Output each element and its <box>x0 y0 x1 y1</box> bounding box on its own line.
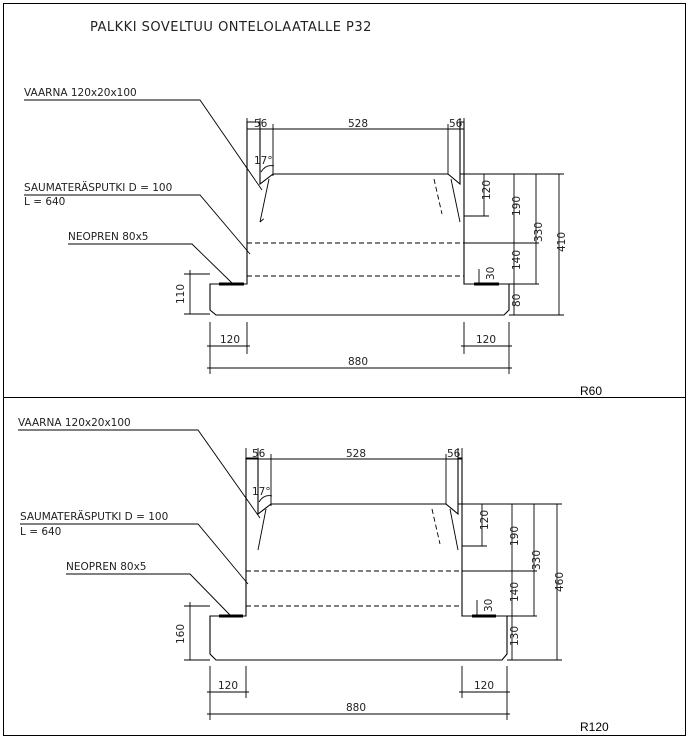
dim-h120: 120 <box>481 180 493 200</box>
dim-bottom-left: 120 <box>220 334 240 346</box>
dim-h30: 30 <box>485 267 497 280</box>
chamfer-right <box>450 178 461 223</box>
leader-sauma <box>20 523 249 585</box>
dash-right-sleeve <box>431 508 441 545</box>
label-vaarna: VAARNA 120x20x100 <box>24 87 137 99</box>
dim-h330: 330 <box>531 550 543 570</box>
dim-total: 880 <box>346 702 366 714</box>
dim-top-mid: 528 <box>348 118 368 130</box>
drawing-r60: PALKKI SOVELTUU ONTELOLAATALLE P32 VAARN… <box>24 20 602 398</box>
dim-h80: 80 <box>511 294 523 307</box>
dash-left <box>259 216 267 223</box>
leader-sauma <box>24 194 251 255</box>
dim-top-right: 56 <box>449 118 463 130</box>
panel-r120: VAARNA 120x20x100 SAUMATERÄSPUTKI D = 10… <box>3 397 686 736</box>
dim-flange: 110 <box>175 284 187 304</box>
dim-bottom-right: 120 <box>476 334 496 346</box>
label-sauma-length: L = 640 <box>20 526 61 538</box>
dim-h140: 140 <box>509 582 521 602</box>
dim-h130: 130 <box>509 626 521 646</box>
fire-rating-label: R60 <box>580 384 602 398</box>
dim-h330: 330 <box>533 222 545 242</box>
label-sauma: SAUMATERÄSPUTKI D = 100 <box>24 181 172 194</box>
dim-top-left: 56 <box>254 118 268 130</box>
chamfer-right <box>449 508 459 551</box>
leader-neopren <box>68 243 233 284</box>
leader-vaarna <box>24 99 263 191</box>
fire-rating-label: R120 <box>580 720 609 734</box>
dash-right-sleeve <box>433 178 443 215</box>
dim-h140: 140 <box>511 250 523 270</box>
dim-flange: 160 <box>175 624 187 644</box>
beam-outline <box>209 121 510 316</box>
leader-neopren <box>66 573 231 616</box>
dim-h460: 460 <box>554 572 566 592</box>
drawing-r120: VAARNA 120x20x100 SAUMATERÄSPUTKI D = 10… <box>18 417 609 734</box>
label-neopren: NEOPREN 80x5 <box>68 231 148 243</box>
label-angle: 17° <box>254 155 273 167</box>
dim-bottom-left: 120 <box>218 680 238 692</box>
label-vaarna: VAARNA 120x20x100 <box>18 417 131 429</box>
panel-r60: PALKKI SOVELTUU ONTELOLAATALLE P32 VAARN… <box>3 3 686 398</box>
drawing-title: PALKKI SOVELTUU ONTELOLAATALLE P32 <box>90 20 372 35</box>
dim-h190: 190 <box>509 526 521 546</box>
label-sauma: SAUMATERÄSPUTKI D = 100 <box>20 510 168 523</box>
dim-top-right: 56 <box>447 448 461 460</box>
dim-h30: 30 <box>483 599 495 612</box>
label-angle: 17° <box>252 486 271 498</box>
chamfer-left <box>259 178 270 223</box>
dim-top-mid: 528 <box>346 448 366 460</box>
dim-h120: 120 <box>479 510 491 530</box>
dim-h190: 190 <box>511 196 523 216</box>
dim-bottom-right: 120 <box>474 680 494 692</box>
leader-vaarna <box>18 429 261 519</box>
label-sauma-length: L = 640 <box>24 196 65 208</box>
dim-top-left: 56 <box>252 448 266 460</box>
dim-total: 880 <box>348 356 368 368</box>
chamfer-left <box>257 508 267 551</box>
label-neopren: NEOPREN 80x5 <box>66 561 146 573</box>
dim-h410: 410 <box>556 232 568 252</box>
